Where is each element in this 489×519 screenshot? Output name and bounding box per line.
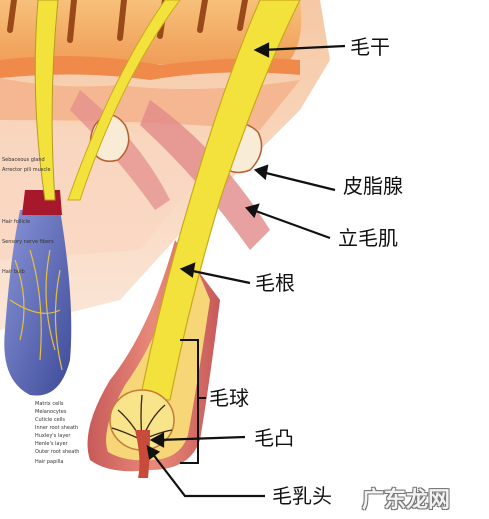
label-sebaceous-gland: 皮脂腺 bbox=[343, 174, 403, 198]
main-hair-shaft bbox=[67, 0, 301, 401]
label-dermal-papilla-bump: 毛凸 bbox=[254, 426, 294, 450]
watermark-text: 广东龙网 bbox=[362, 488, 451, 513]
small-label-sensory: Sensory nerve fibers bbox=[2, 239, 54, 245]
small-label-huxley: Huxley's layer bbox=[35, 433, 71, 439]
label-arrector-pili: 立毛肌 bbox=[338, 226, 398, 250]
small-label-matrix: Matrix cells bbox=[35, 401, 64, 407]
small-label-henle: Henle's layer bbox=[35, 441, 68, 447]
hair-bulb bbox=[109, 389, 175, 478]
small-label-inner-root: Inner root sheath bbox=[35, 425, 79, 431]
small-label-outer-root: Outer root sheath bbox=[35, 449, 80, 455]
label-hair-papilla: 毛乳头 bbox=[272, 484, 332, 508]
label-hair-shaft: 毛干 bbox=[350, 35, 390, 59]
small-label-arrector: Arrector pili muscle bbox=[2, 167, 51, 173]
left-follicle bbox=[4, 0, 72, 396]
small-label-cuticle: Cuticle cells bbox=[35, 417, 66, 423]
arrows bbox=[146, 42, 346, 498]
label-hair-bulb: 毛球 bbox=[209, 386, 249, 410]
label-hair-root: 毛根 bbox=[255, 271, 295, 295]
small-label-papilla: Hair papilla bbox=[35, 459, 64, 465]
bulb-bracket bbox=[180, 339, 206, 464]
small-label-sebaceous: Sebaceous gland bbox=[2, 157, 45, 163]
small-label-melanocytes: Melanocytes bbox=[35, 409, 67, 415]
small-label-hair-bulb: Hair bulb bbox=[2, 269, 25, 275]
small-label-follicle: Hair follicle bbox=[2, 219, 31, 225]
